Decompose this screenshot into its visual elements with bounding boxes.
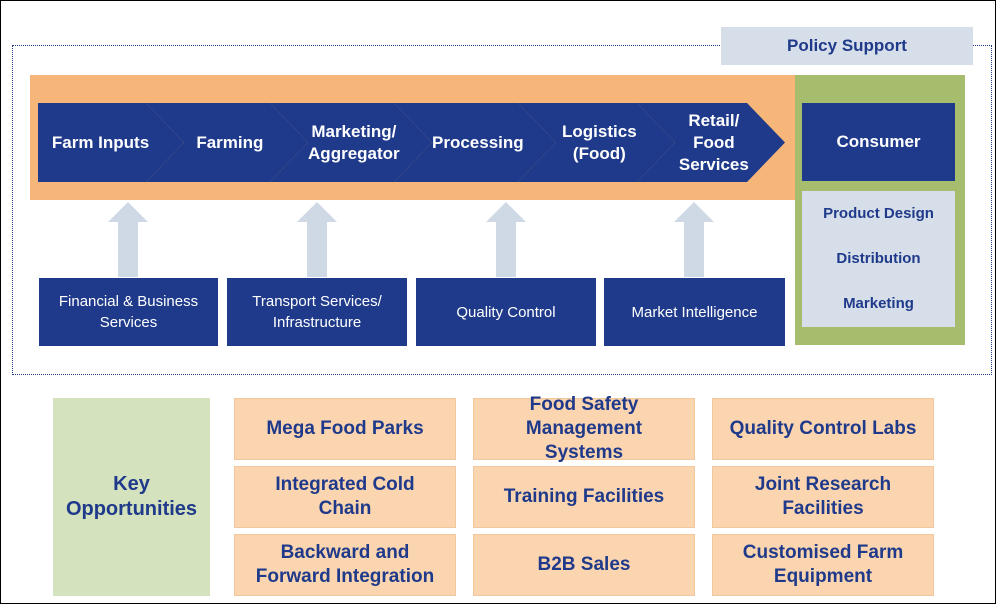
- support-transport-infrastructure: Transport Services/Infrastructure: [227, 278, 407, 346]
- consumer-box: Consumer: [802, 103, 955, 181]
- consumer-item-marketing: Marketing: [843, 295, 914, 312]
- chevron-label-marketing-aggregator: Marketing/Aggregator: [308, 121, 400, 163]
- up-arrow-financial: [108, 202, 148, 277]
- chevron-processing: [394, 103, 556, 182]
- chevron-logistics-food: [518, 103, 675, 182]
- opportunity-quality-control-labs: Quality Control Labs: [712, 398, 934, 460]
- consumer-item-product-design: Product Design: [823, 205, 934, 222]
- support-market-intelligence: Market Intelligence: [604, 278, 785, 346]
- policy-support-boundary: [12, 45, 992, 375]
- chevron-label-logistics-food: Logistics(Food): [562, 121, 637, 163]
- chevron-label-farm-inputs: Farm Inputs: [51, 132, 150, 152]
- chevron-label-farming: Farming: [196, 132, 264, 152]
- policy-support-label: Policy Support: [721, 27, 973, 65]
- consumer-item-distribution: Distribution: [836, 250, 921, 267]
- opportunity-training-facilities: Training Facilities: [473, 466, 695, 528]
- chevron-farm-inputs: [38, 103, 184, 182]
- chevron-retail-food-services: [637, 103, 785, 182]
- consumer-activities: Product Design Distribution Marketing: [802, 191, 955, 327]
- up-arrow-quality-control: [486, 202, 526, 277]
- opportunity-b2b-sales: B2B Sales: [473, 534, 695, 596]
- chevron-farming: [146, 103, 308, 182]
- opportunity-mega-food-parks: Mega Food Parks: [234, 398, 456, 460]
- chevron-marketing-aggregator: [270, 103, 432, 182]
- up-arrow-market-intelligence: [674, 202, 714, 277]
- support-quality-control: Quality Control: [416, 278, 596, 346]
- up-arrow-transport: [297, 202, 337, 277]
- chevron-label-processing: Processing: [432, 132, 524, 152]
